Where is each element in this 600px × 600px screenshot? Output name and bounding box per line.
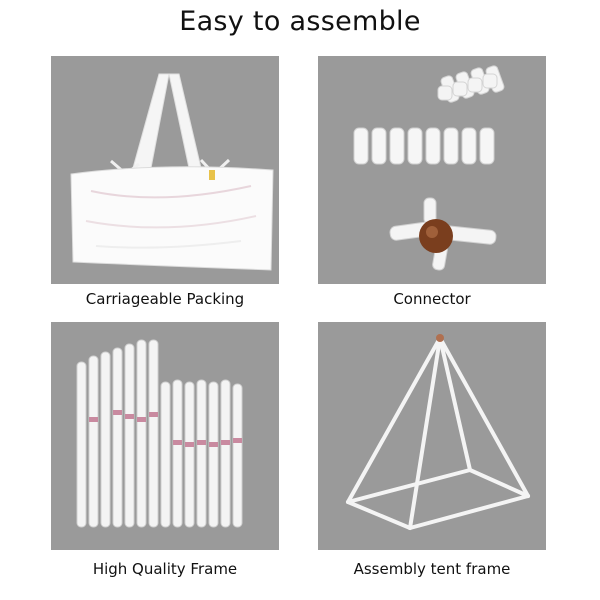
frame-caption: High Quality Frame <box>92 560 238 578</box>
page-title: Easy to assemble <box>179 6 421 37</box>
connectors-illustration <box>353 65 505 271</box>
tent-frame-illustration <box>346 334 530 530</box>
carry-bag-caption: Carriageable Packing <box>85 290 245 308</box>
tent-frame-caption: Assembly tent frame <box>353 560 511 578</box>
connectors-image <box>318 56 546 284</box>
connector-caption: Connector <box>393 290 471 308</box>
frame-tubes-illustration <box>76 339 243 528</box>
tent-frame-image <box>318 322 546 550</box>
carry-bag-illustration <box>70 73 274 271</box>
frame-tubes-image <box>51 322 279 550</box>
carry-bag-image <box>51 56 279 284</box>
